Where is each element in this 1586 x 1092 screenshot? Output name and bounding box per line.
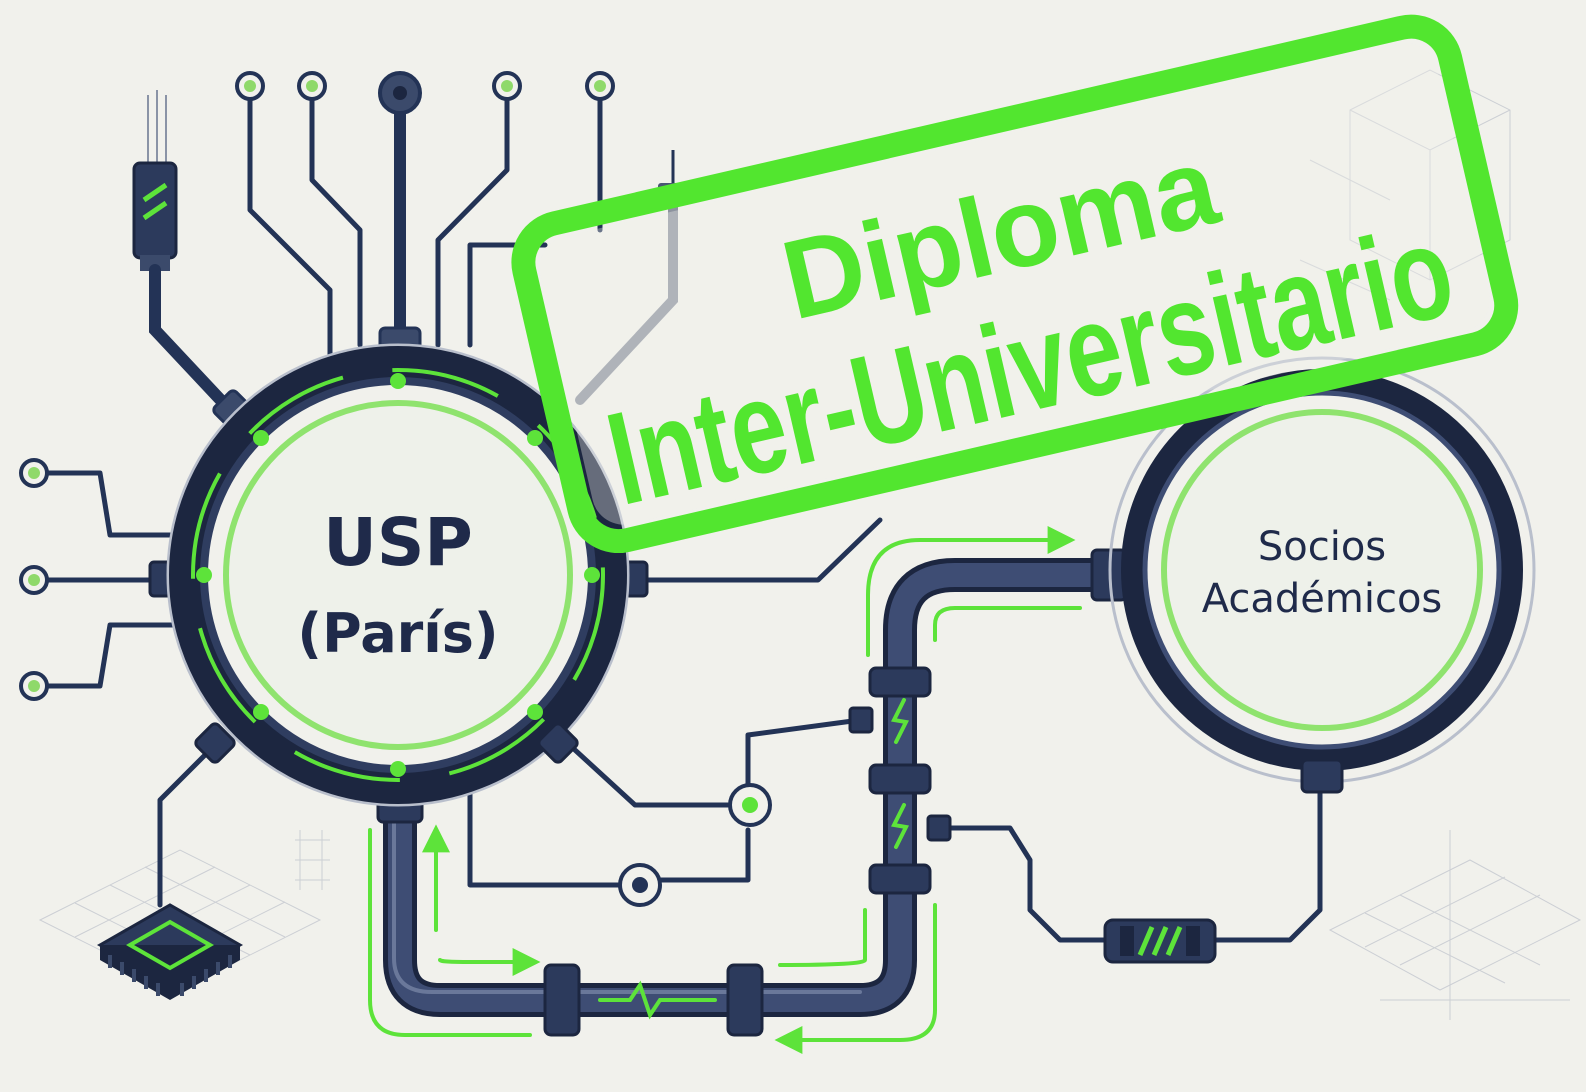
energy-symbols bbox=[598, 698, 909, 1020]
wire-terminals bbox=[19, 71, 772, 907]
diploma-stamp: Diploma Inter-Universitario bbox=[511, 14, 1519, 554]
partners-hub-line1: Socios bbox=[1258, 524, 1386, 570]
battery-connector bbox=[1103, 918, 1217, 964]
power-plug-icon bbox=[132, 90, 254, 431]
usp-hub-title: USP bbox=[323, 504, 473, 581]
flow-arrows bbox=[368, 526, 1082, 1054]
top-probe-connector bbox=[378, 71, 422, 358]
usp-hub: USP (París) bbox=[166, 343, 630, 807]
usp-hub-subtitle: (París) bbox=[297, 602, 498, 665]
partners-hub-line2: Académicos bbox=[1202, 576, 1443, 622]
partners-hub: Socios Académicos bbox=[1108, 356, 1536, 794]
pipe-couplers bbox=[148, 548, 1128, 1037]
main-pipes bbox=[383, 558, 1127, 1017]
background-grid-decorations bbox=[38, 69, 1582, 1020]
microchip-icon bbox=[96, 903, 244, 1000]
